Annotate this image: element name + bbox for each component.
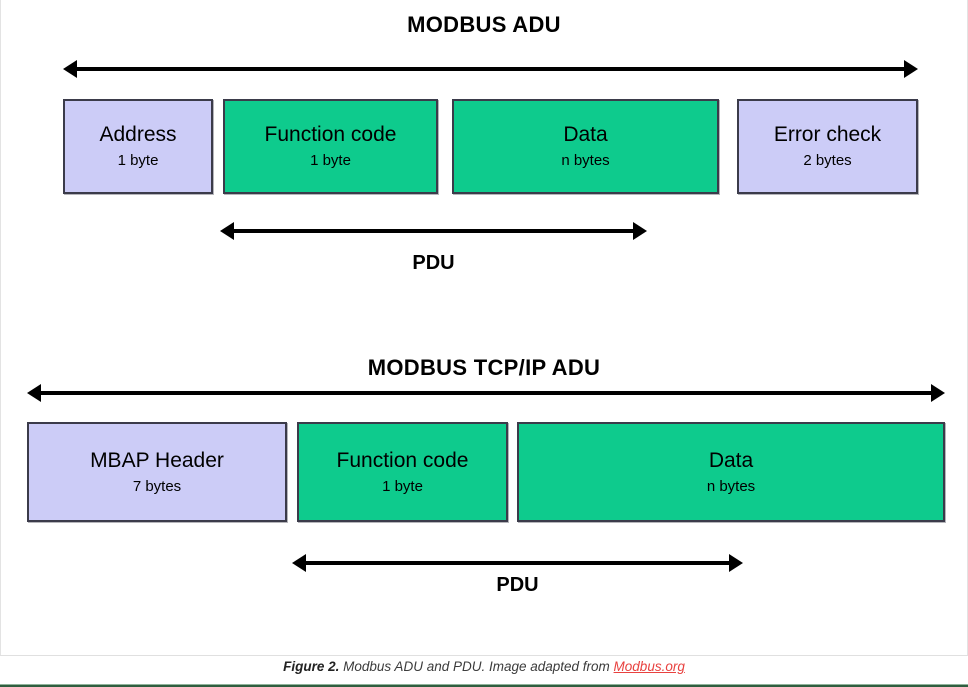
arrow-shaft: [72, 67, 909, 71]
field-name: MBAP Header: [90, 448, 224, 472]
field-size: 1 byte: [117, 152, 159, 170]
field-box-address[interactable]: Address 1 byte: [63, 99, 213, 194]
field-name: Error check: [773, 123, 882, 147]
caption-figure-label: Figure 2.: [283, 659, 340, 674]
arrow-shaft: [36, 391, 936, 395]
page-bottom-accent-line: [0, 684, 968, 685]
field-size: n bytes: [561, 152, 610, 170]
caption-divider: [0, 655, 968, 656]
arrow-head-left-icon: [27, 384, 41, 402]
arrow-shaft: [301, 561, 734, 565]
field-box-function-code-tcpip[interactable]: Function code 1 byte: [297, 422, 508, 522]
page-bottom-line: [0, 685, 968, 687]
field-name: Address: [99, 123, 177, 147]
arrow-shaft: [229, 229, 638, 233]
field-name: Function code: [264, 123, 397, 147]
arrow-head-right-icon: [633, 222, 647, 240]
arrow-head-left-icon: [63, 60, 77, 78]
arrow-head-right-icon: [931, 384, 945, 402]
field-size: n bytes: [706, 477, 756, 495]
caption-text: Modbus ADU and PDU. Image adapted from: [339, 659, 614, 674]
field-size: 7 bytes: [132, 477, 182, 495]
arrow-head-right-icon: [729, 554, 743, 572]
arrow-head-left-icon: [292, 554, 306, 572]
field-name: Data: [563, 123, 608, 147]
arrow-head-right-icon: [904, 60, 918, 78]
field-size: 2 bytes: [803, 152, 852, 170]
modbus-adu-title: MODBUS ADU: [407, 12, 561, 37]
arrow-head-left-icon: [220, 222, 234, 240]
modbus-tcpip-adu-span-arrow: [27, 384, 945, 402]
field-name: Data: [708, 448, 754, 472]
field-size: 1 byte: [310, 152, 351, 170]
field-name: Function code: [336, 448, 469, 472]
field-size: 1 byte: [382, 477, 423, 495]
field-box-error-check[interactable]: Error check 2 bytes: [737, 99, 918, 194]
caption-source-link[interactable]: Modbus.org: [613, 659, 685, 674]
modbus-adu-pdu-arrow: [220, 222, 647, 240]
modbus-tcpip-adu-pdu-arrow: [292, 554, 743, 572]
field-box-function-code[interactable]: Function code 1 byte: [223, 99, 438, 194]
figure-caption: Figure 2. Modbus ADU and PDU. Image adap…: [0, 659, 968, 674]
modbus-tcpip-adu-title: MODBUS TCP/IP ADU: [367, 355, 601, 380]
field-box-data[interactable]: Data n bytes: [452, 99, 719, 194]
field-box-data-tcpip[interactable]: Data n bytes: [517, 422, 945, 522]
field-box-mbap-header[interactable]: MBAP Header 7 bytes: [27, 422, 287, 522]
figure-frame-left-border: [0, 0, 1, 656]
modbus-adu-span-arrow: [63, 60, 918, 78]
modbus-tcpip-adu-pdu-label: PDU: [496, 574, 539, 596]
modbus-adu-pdu-label: PDU: [412, 252, 455, 274]
